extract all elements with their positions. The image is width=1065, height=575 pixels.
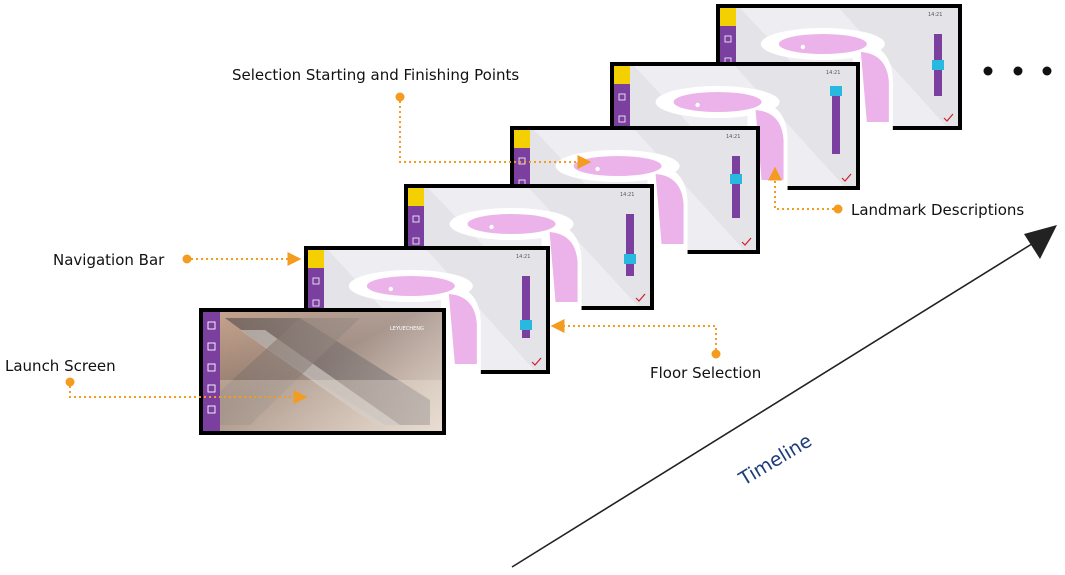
- nav-icon: [724, 35, 732, 43]
- callout-connector: [550, 319, 717, 350]
- map-marker: [388, 286, 394, 292]
- checkmark-logo: [531, 357, 542, 366]
- checkmark-logo: [635, 293, 646, 302]
- clock-text: 14:21: [620, 192, 634, 198]
- callout-connector: [768, 166, 834, 210]
- photo-shine: [203, 312, 442, 431]
- nav-icon: [412, 215, 420, 223]
- nav-icon: [207, 321, 216, 330]
- map-stores: [467, 214, 556, 234]
- nav-icon: [207, 342, 216, 351]
- map-marker: [489, 224, 494, 230]
- nav-icon: [312, 299, 320, 307]
- map-stores: [673, 92, 762, 112]
- floor-selected: [932, 60, 944, 70]
- map-stores: [860, 52, 889, 122]
- floor-selector: [732, 156, 740, 218]
- ellipsis-dot: [1042, 66, 1052, 76]
- callout-dot: [65, 377, 75, 387]
- checkmark-logo: [741, 237, 752, 246]
- nav-icon: [618, 93, 626, 101]
- timeline-label: Timeline: [734, 430, 815, 491]
- callout-label-selection: Selection Starting and Finishing Points: [232, 66, 519, 84]
- map-stores: [448, 294, 477, 364]
- clock-text: 14:21: [928, 12, 942, 18]
- map-stores: [366, 276, 455, 296]
- map-stores: [573, 156, 662, 176]
- clock-text: 14:21: [826, 70, 840, 76]
- nav-icon: [207, 384, 216, 393]
- floor-selected: [624, 254, 636, 264]
- floor-selector: [626, 214, 634, 276]
- checkmark-logo: [943, 113, 954, 122]
- timeline-arrowhead: [1024, 225, 1057, 259]
- clock-text: 14:21: [726, 134, 740, 140]
- callout-label-navigation: Navigation Bar: [53, 251, 165, 269]
- floor-selected: [830, 86, 842, 96]
- ellipsis-dot: [983, 66, 993, 76]
- callout-dot: [833, 204, 843, 214]
- floor-selected: [730, 174, 742, 184]
- map-stores: [755, 110, 784, 180]
- floor-selector: [832, 92, 840, 154]
- nav-icon: [412, 237, 420, 245]
- nav-icon: [312, 277, 320, 285]
- map-marker: [800, 44, 806, 50]
- timeline-line: [511, 241, 1036, 568]
- callout-floor-selection: Floor Selection: [550, 319, 761, 382]
- ellipsis-dot: [1013, 66, 1023, 76]
- callout-connector: [69, 386, 308, 404]
- nav-icon: [207, 405, 216, 414]
- clock-text: 14:21: [516, 254, 530, 260]
- nav-icon: [207, 363, 216, 372]
- nav-home-tile: [614, 66, 630, 84]
- nav-home-tile: [720, 8, 736, 26]
- map-marker: [695, 102, 700, 108]
- launch-screen: LEYUECHENG: [199, 308, 446, 435]
- checkmark-logo: [841, 173, 852, 182]
- nav-home-tile: [514, 130, 530, 148]
- nav-home-tile: [308, 250, 324, 268]
- callout-dot: [182, 254, 192, 264]
- callout-selection-points: Selection Starting and Finishing Points: [232, 66, 592, 169]
- map-stores: [778, 34, 867, 54]
- callout-connector: [399, 101, 592, 169]
- floor-selector: [522, 276, 530, 338]
- map-marker: [595, 166, 600, 172]
- callout-dot: [395, 92, 405, 102]
- callout-dot: [711, 349, 721, 359]
- floor-selected: [520, 320, 532, 330]
- callout-label-landmark: Landmark Descriptions: [851, 201, 1024, 219]
- map-stores: [655, 174, 684, 244]
- launch-nav-bar: [203, 312, 220, 431]
- nav-home-tile: [408, 188, 424, 206]
- callout-navigation-bar: Navigation Bar: [53, 251, 302, 269]
- brand-logo-text: LEYUECHENG: [390, 326, 424, 332]
- callout-label-floor: Floor Selection: [650, 364, 761, 382]
- nav-icon: [618, 115, 626, 123]
- callout-launch-screen: Launch Screen: [5, 357, 308, 404]
- callout-landmark-descriptions: Landmark Descriptions: [768, 166, 1024, 219]
- map-stores: [549, 232, 578, 302]
- callout-label-launch: Launch Screen: [5, 357, 116, 375]
